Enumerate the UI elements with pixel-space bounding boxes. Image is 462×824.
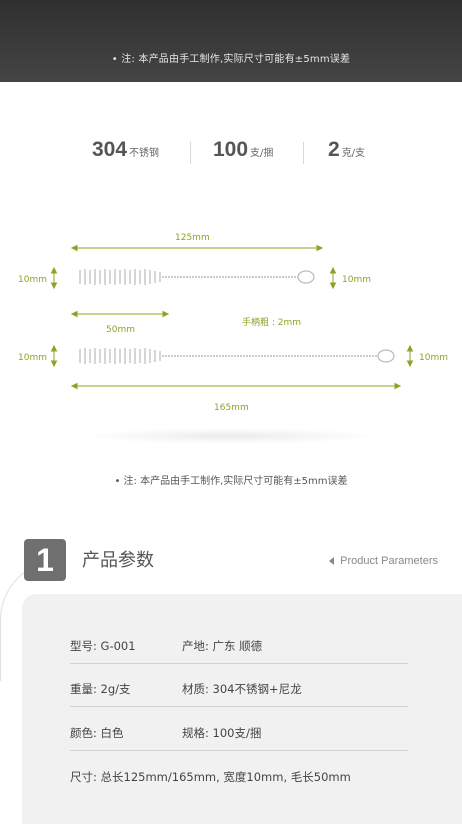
- length-165-label: 165mm: [214, 403, 249, 413]
- spec-divider: [190, 142, 191, 164]
- param-origin: 产地: 广东 顺德: [182, 639, 263, 653]
- triangle-left-icon: [329, 557, 335, 565]
- height-right-2-arrow: [406, 344, 414, 368]
- spec-weight-unit: 克/支: [341, 148, 366, 159]
- row-divider: [70, 663, 408, 664]
- height-left-2-label: 10mm: [18, 353, 47, 363]
- spec-material-unit: 不锈钢: [129, 148, 160, 159]
- spec-weight-value: 2: [328, 138, 340, 161]
- length-50-label: 50mm: [106, 325, 135, 335]
- spec-count: 100 支/捆: [213, 138, 273, 168]
- section-subtitle-text: Product Parameters: [340, 555, 438, 567]
- param-model: 型号: G-001: [70, 639, 136, 653]
- height-right-2-label: 10mm: [419, 353, 448, 363]
- row-divider: [70, 750, 408, 751]
- height-right-1-label: 10mm: [342, 275, 371, 285]
- spec-material-value: 304: [92, 138, 128, 161]
- length-50-arrow: [70, 310, 170, 318]
- param-color: 颜色: 白色: [70, 726, 124, 740]
- mid-disclaimer: • 注: 本产品由手工制作,实际尺寸可能有±5mm误差: [114, 476, 348, 487]
- product-shadow: [80, 428, 380, 444]
- height-left-1-arrow: [50, 266, 58, 290]
- param-row: 型号: G-001 产地: 广东 顺德: [70, 638, 408, 658]
- param-weight: 重量: 2g/支: [70, 682, 131, 696]
- section-number-badge: 1: [24, 539, 66, 581]
- param-size: 尺寸: 总长125mm/165mm, 宽度10mm, 毛长50mm: [70, 770, 351, 784]
- spec-material: 304 不锈钢: [92, 138, 159, 168]
- length-125-arrow: [70, 244, 324, 252]
- height-left-1-label: 10mm: [18, 275, 47, 285]
- parameters-card: [22, 594, 462, 824]
- spec-count-value: 100: [213, 138, 249, 161]
- param-spec: 规格: 100支/捆: [182, 726, 262, 740]
- top-disclaimer: • 注: 本产品由手工制作,实际尺寸可能有±5mm误差: [111, 54, 351, 65]
- param-row: 重量: 2g/支 材质: 304不锈钢+尼龙: [70, 681, 408, 701]
- length-125-label: 125mm: [175, 233, 210, 243]
- brush-dimension-diagram: 125mm 10mm 10mm 50mm 手柄粗 : 2mm: [18, 233, 448, 413]
- height-left-2-arrow: [50, 344, 58, 368]
- row-divider: [70, 706, 408, 707]
- height-right-1-arrow: [329, 266, 337, 290]
- param-row: 尺寸: 总长125mm/165mm, 宽度10mm, 毛长50mm: [70, 769, 408, 789]
- param-row: 颜色: 白色 规格: 100支/捆: [70, 725, 408, 745]
- param-material: 材质: 304不锈钢+尼龙: [182, 682, 302, 696]
- top-banner: • 注: 本产品由手工制作,实际尺寸可能有±5mm误差: [0, 0, 462, 82]
- long-brush-image: [79, 348, 395, 364]
- section-title: 产品参数: [82, 550, 154, 571]
- section-subtitle: Product Parameters: [329, 555, 438, 567]
- short-brush-image: [79, 269, 315, 285]
- spec-divider: [303, 142, 304, 164]
- spec-summary: 304 不锈钢 100 支/捆 2 克/支: [0, 138, 462, 168]
- length-165-arrow: [70, 382, 402, 390]
- handle-thickness-label: 手柄粗 : 2mm: [242, 316, 301, 328]
- spec-weight: 2 克/支: [328, 138, 365, 168]
- spec-count-unit: 支/捆: [250, 148, 274, 159]
